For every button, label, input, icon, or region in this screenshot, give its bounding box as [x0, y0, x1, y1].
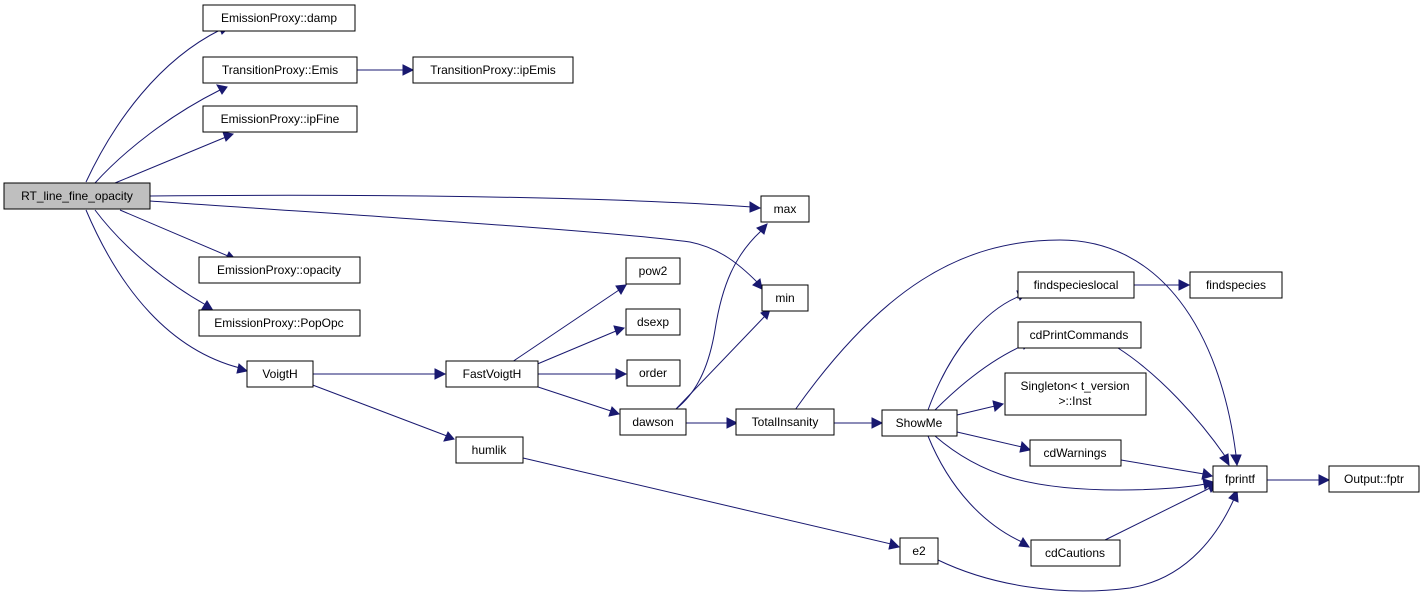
edge-fastvoigth-order — [538, 368, 628, 380]
node-label: cdPrintCommands — [1030, 328, 1129, 342]
node-label: pow2 — [639, 264, 668, 278]
node-label: order — [639, 366, 667, 380]
node-label: Output::fptr — [1344, 472, 1404, 486]
edge-rt-min — [149, 200, 763, 290]
node-label: TransitionProxy::ipEmis — [430, 63, 556, 77]
node-transitionproxy-ipemis[interactable]: TransitionProxy::ipEmis — [412, 56, 574, 84]
node-emissionproxy-damp[interactable]: EmissionProxy::damp — [202, 4, 356, 32]
node-showme[interactable]: ShowMe — [881, 409, 958, 437]
nodes: RT_line_fine_opacity EmissionProxy::damp… — [3, 4, 1420, 567]
node-min[interactable]: min — [761, 284, 809, 312]
node-label: EmissionProxy::PopOpc — [214, 316, 343, 330]
edge-fastvoigth-pow2 — [511, 284, 627, 363]
node-findspecies[interactable]: findspecies — [1189, 271, 1283, 299]
node-label: dsexp — [637, 315, 669, 329]
node-totalinsanity[interactable]: TotalInsanity — [735, 408, 835, 436]
node-transitionproxy-emis[interactable]: TransitionProxy::Emis — [202, 56, 358, 84]
edge-showme-cdwarnings — [956, 431, 1032, 453]
node-label-line-1: Singleton< t_version — [1020, 379, 1129, 393]
node-label: TransitionProxy::Emis — [222, 63, 338, 77]
edge-showme-cdcautions — [927, 435, 1031, 548]
edge-e2-fprintf — [937, 488, 1239, 592]
edge-rt-max — [149, 194, 762, 213]
node-cdprintcommands[interactable]: cdPrintCommands — [1017, 321, 1142, 349]
edge-rt-opacity — [119, 209, 236, 262]
node-label: VoigtH — [262, 367, 297, 381]
edge-fastvoigth-dawson — [534, 385, 621, 417]
node-fprintf[interactable]: fprintf — [1212, 465, 1268, 493]
edge-totalinsanity-fprintf — [794, 239, 1242, 467]
node-emissionproxy-opacity[interactable]: EmissionProxy::opacity — [198, 256, 361, 284]
node-label: ShowMe — [896, 416, 943, 430]
edge-cdprintcommands-fprintf — [1117, 347, 1230, 467]
edge-humlik-e2 — [522, 457, 901, 550]
edges — [85, 23, 1331, 592]
edge-dawson-min — [675, 308, 771, 410]
node-label: humlik — [472, 443, 508, 457]
node-label: fprintf — [1225, 472, 1256, 486]
edge-cdwarnings-fprintf — [1120, 459, 1214, 480]
node-label: EmissionProxy::damp — [221, 11, 337, 25]
node-fastvoigth[interactable]: FastVoigtH — [445, 360, 539, 388]
node-label: max — [774, 202, 797, 216]
edge-findspecieslocal-findspecies — [1134, 279, 1191, 291]
edge-showme-singleton — [956, 400, 1005, 416]
node-e2[interactable]: e2 — [899, 537, 939, 565]
node-label-line-2: >::Inst — [1058, 394, 1092, 408]
node-label: findspecieslocal — [1034, 278, 1119, 292]
node-label: min — [775, 291, 794, 305]
node-label: e2 — [912, 544, 926, 558]
node-humlik[interactable]: humlik — [455, 436, 524, 464]
edge-rt-ipfine — [114, 131, 235, 184]
node-findspecieslocal[interactable]: findspecieslocal — [1017, 271, 1135, 299]
node-order[interactable]: order — [626, 359, 681, 387]
node-cdwarnings[interactable]: cdWarnings — [1029, 439, 1122, 467]
node-label: dawson — [632, 415, 673, 429]
node-output-fptr[interactable]: Output::fptr — [1328, 465, 1420, 493]
edge-totalinsanity-showme — [834, 417, 884, 429]
node-label: RT_line_fine_opacity — [21, 189, 133, 203]
edge-dawson-totalinsanity — [685, 417, 739, 429]
node-singleton-inst[interactable]: Singleton< t_version>::Inst — [1004, 372, 1147, 416]
node-dsexp[interactable]: dsexp — [625, 308, 681, 336]
node-pow2[interactable]: pow2 — [625, 257, 681, 285]
edge-cdcautions-fprintf — [1104, 482, 1218, 541]
node-dawson[interactable]: dawson — [619, 408, 687, 436]
node-emissionproxy-popopc[interactable]: EmissionProxy::PopOpc — [198, 309, 361, 337]
node-label: EmissionProxy::ipFine — [221, 112, 340, 126]
node-label: EmissionProxy::opacity — [217, 263, 341, 277]
node-rt-line-fine-opacity[interactable]: RT_line_fine_opacity — [3, 182, 151, 210]
node-label: TotalInsanity — [752, 415, 819, 429]
edge-fprintf-fptr — [1267, 474, 1331, 486]
edge-voigth-humlik — [309, 383, 455, 442]
edge-fastvoigth-dsexp — [534, 325, 626, 366]
edge-dawson-max — [675, 223, 768, 410]
node-max[interactable]: max — [760, 195, 810, 223]
node-voigth[interactable]: VoigtH — [246, 360, 314, 388]
node-label: FastVoigtH — [463, 367, 522, 381]
edge-rt-voigth — [85, 209, 249, 374]
edge-voigth-fastvoigth — [313, 368, 447, 380]
node-label: findspecies — [1206, 278, 1266, 292]
node-label: cdCautions — [1045, 546, 1105, 560]
node-emissionproxy-ipfine[interactable]: EmissionProxy::ipFine — [202, 105, 358, 133]
edge-emis-ipemis — [357, 64, 415, 76]
node-cdcautions[interactable]: cdCautions — [1030, 539, 1121, 567]
edge-rt-damp — [85, 23, 229, 183]
edge-rt-popopc — [94, 209, 213, 310]
edge-rt-emis — [94, 84, 228, 184]
node-label: cdWarnings — [1044, 446, 1107, 460]
